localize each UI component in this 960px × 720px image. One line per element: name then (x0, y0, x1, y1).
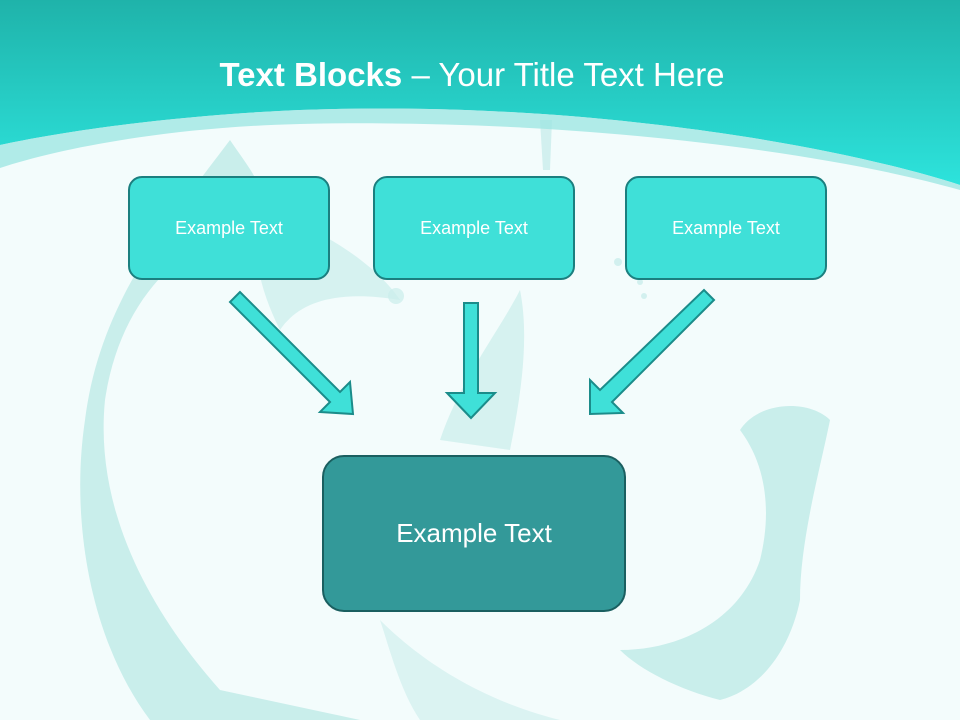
arrow-right (589, 288, 716, 416)
target-box-label: Example Text (396, 518, 552, 548)
source-box-3-label: Example Text (672, 217, 780, 238)
source-box-1: Example Text (128, 176, 330, 280)
arrow-left (228, 290, 355, 416)
header-wave-light (0, 108, 960, 190)
source-box-3: Example Text (625, 176, 827, 280)
title-dash: – (411, 56, 430, 93)
source-box-2-label: Example Text (420, 217, 528, 238)
source-box-1-label: Example Text (175, 217, 283, 238)
arrow-middle (444, 302, 498, 420)
slide-title: Text Blocks – Your Title Text Here (0, 50, 944, 100)
source-box-2: Example Text (373, 176, 575, 280)
target-box: Example Text (322, 455, 626, 612)
title-rest: Your Title Text Here (438, 56, 725, 93)
header-band (0, 0, 960, 185)
title-bold: Text Blocks (219, 56, 403, 93)
